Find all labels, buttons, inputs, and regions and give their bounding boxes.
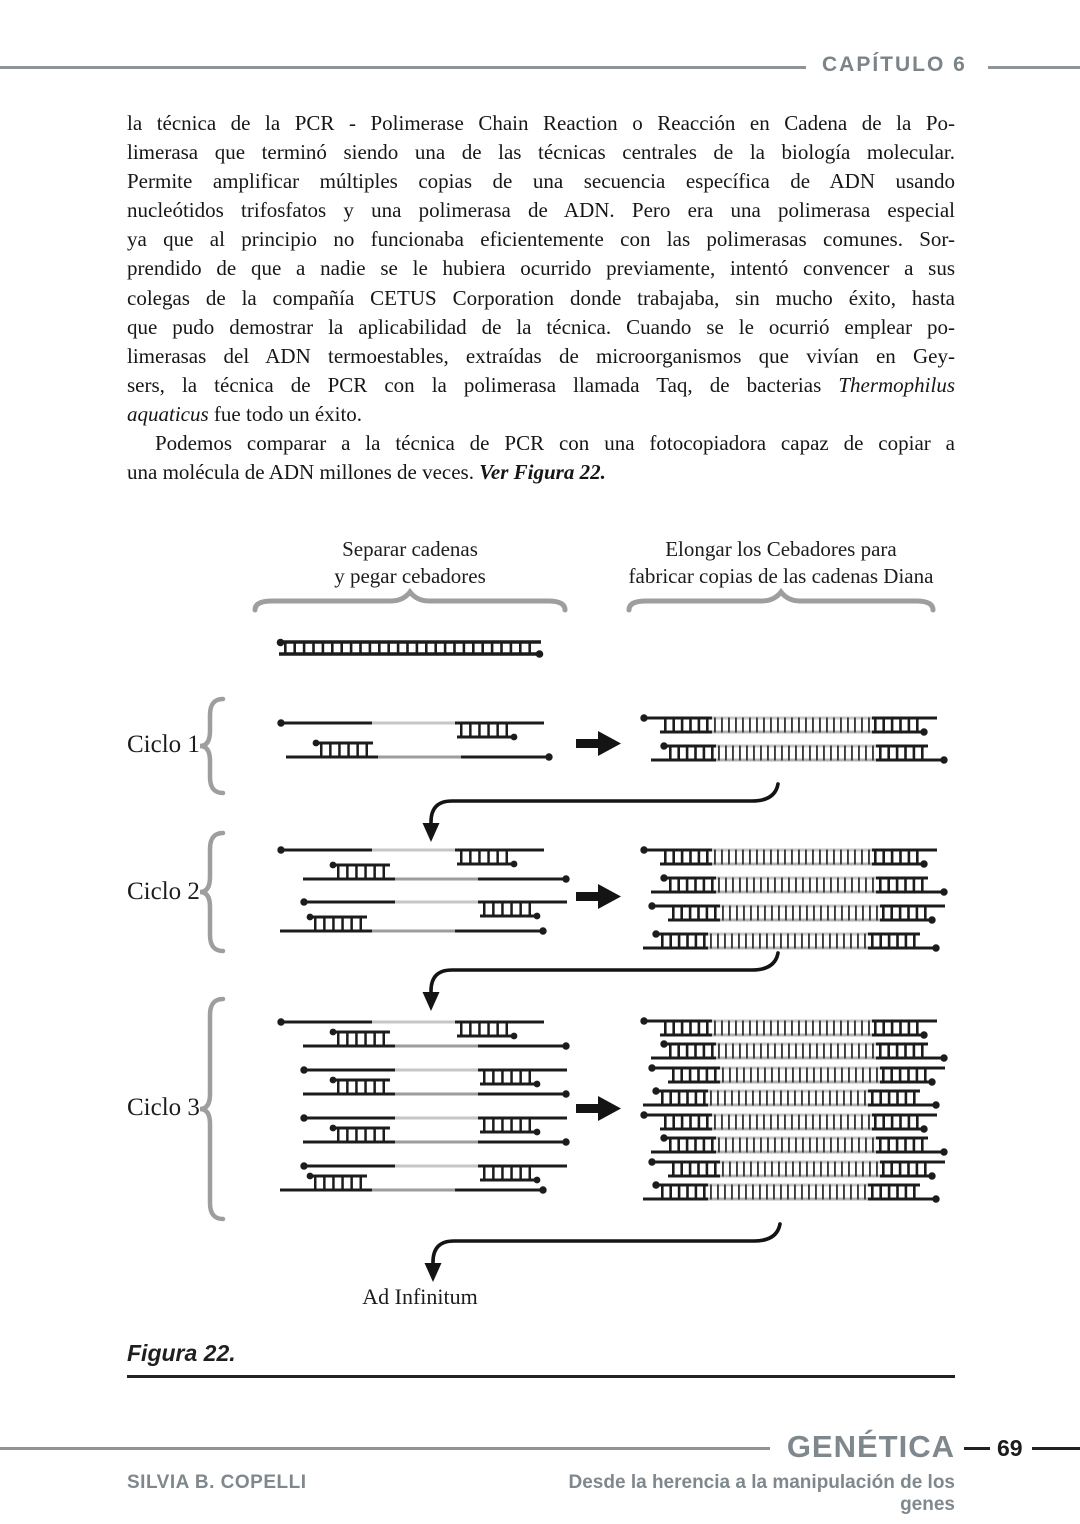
cycle2-products — [640, 846, 947, 951]
text-line: limerasa que terminó siendo una de las t… — [127, 140, 955, 165]
cycle1-label: Ciclo 1 — [127, 731, 200, 758]
text-line: prendido de que a nadie se le hubiera oc… — [127, 256, 955, 281]
cycle2-templates — [277, 846, 569, 934]
footer-dash-1 — [964, 1447, 990, 1450]
paragraph-1: la técnica de la PCR - Polimerase Chain … — [127, 109, 955, 429]
text-line: una molécula de ADN millones de veces. V… — [127, 460, 606, 485]
cycle1-to-cycle2-arrow — [420, 782, 780, 844]
cycle1-brace — [199, 696, 226, 796]
page-number: 69 — [997, 1435, 1023, 1461]
cycle3-products — [640, 1017, 947, 1202]
text-line: sers, la técnica de PCR con la polimeras… — [127, 372, 955, 397]
ad-infinitum-arrow — [422, 1222, 782, 1284]
left-step-label: Separar cadenas y pegar cebadores — [334, 537, 486, 588]
cycle1-products — [640, 714, 947, 763]
cycle3-brace — [199, 996, 226, 1222]
text-line: la técnica de la PCR - Polimerase Chain … — [127, 111, 955, 135]
header-rule-left — [0, 66, 806, 69]
text-line: Podemos comparar a la técnica de PCR con… — [155, 431, 955, 456]
text-line: aquaticus fue todo un éxito. — [127, 401, 363, 426]
right-step-label: Elongar los Cebadores para fabricar copi… — [628, 537, 934, 588]
right-step-brace — [626, 587, 936, 613]
header-rule-right — [988, 66, 1080, 69]
text-line: ya que al principio no funcionaba eficie… — [127, 227, 955, 252]
figure-caption-rule — [127, 1375, 955, 1378]
text-line: limerasas del ADN termoestables, extraíd… — [127, 343, 955, 368]
cycle1-templates — [277, 719, 552, 760]
text-line: que pudo demostrar la aplicabilidad de l… — [127, 314, 955, 339]
text-line: colegas de la compañía CETUS Corporation… — [127, 285, 955, 310]
cycle1-arrow-icon — [576, 731, 621, 756]
ad-infinitum-label: Ad Infinitum — [362, 1284, 478, 1309]
author-name: SILVIA B. COPELLI — [127, 1472, 307, 1493]
cycle2-brace — [199, 830, 226, 954]
paragraph-2: Podemos comparar a la técnica de PCR con… — [127, 429, 955, 487]
template-dna-molecule — [277, 639, 544, 658]
cycle3-label: Ciclo 3 — [127, 1094, 200, 1121]
chapter-heading: CAPÍTULO 6 — [822, 53, 967, 76]
cycle3-arrow-icon — [576, 1096, 621, 1121]
book-title: GENÉTICA — [786, 1429, 955, 1464]
cycle2-arrow-icon — [576, 884, 621, 909]
cycle2-to-cycle3-arrow — [420, 951, 780, 1013]
footer-rule-left — [0, 1447, 770, 1450]
body-paragraphs: la técnica de la PCR - Polimerase Chain … — [127, 109, 955, 487]
text-line: nucleótidos trifosfatos y una polimerasa… — [127, 198, 955, 223]
book-subtitle: Desde la herencia a la manipulación de l… — [568, 1472, 955, 1515]
left-step-brace — [252, 587, 568, 613]
text-line: Permite amplificar múltiples copias de u… — [127, 169, 955, 194]
figure-caption: Figura 22. — [127, 1340, 236, 1366]
cycle2-label: Ciclo 2 — [127, 878, 200, 905]
cycle3-templates — [277, 1018, 569, 1193]
footer-dash-2 — [1032, 1447, 1080, 1450]
